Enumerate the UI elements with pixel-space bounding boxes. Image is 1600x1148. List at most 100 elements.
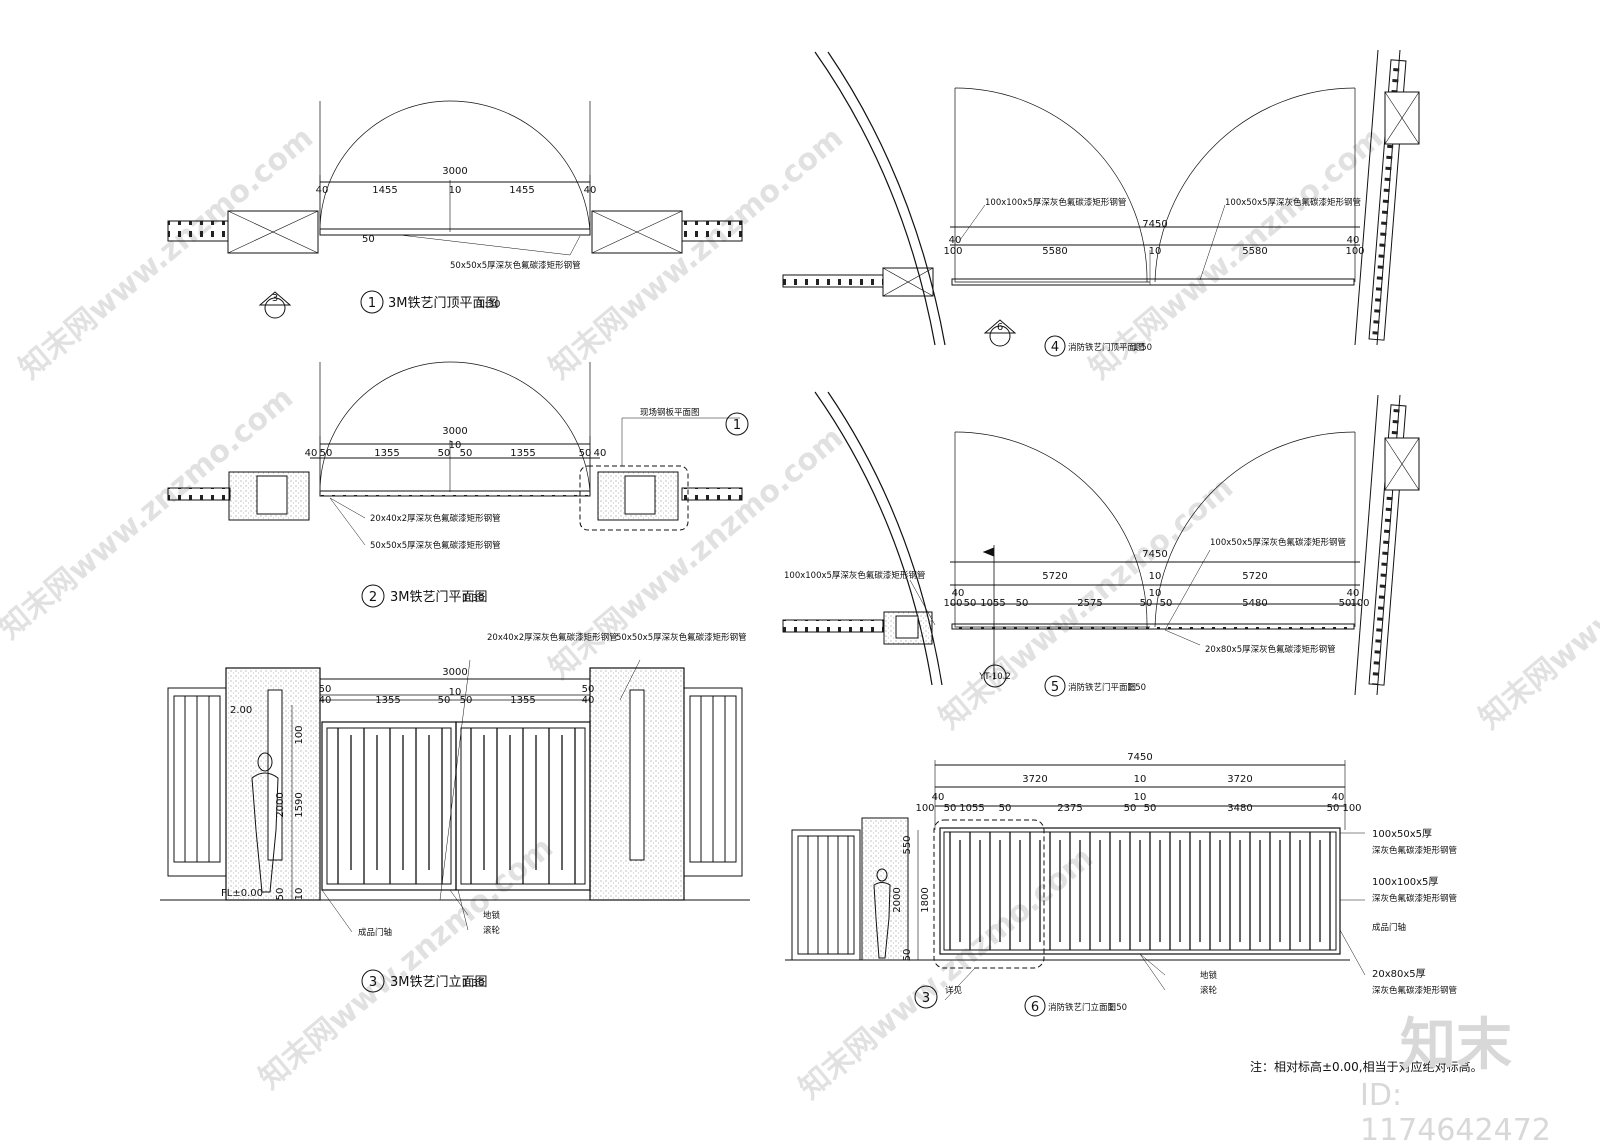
v5-num: 5 bbox=[1051, 680, 1059, 695]
v3-dim-1355a: 1355 bbox=[375, 695, 400, 706]
v3-scale: 1:30 bbox=[462, 978, 484, 989]
v4-label-2: 100x50x5厚深灰色氟碳漆矩形钢管 bbox=[1225, 197, 1361, 208]
v2-dim-50d: 50 bbox=[579, 448, 592, 459]
v5-dim-5720a: 5720 bbox=[1042, 571, 1067, 582]
v5-dim-50d: 50 bbox=[1160, 598, 1173, 609]
v5-dim-40b: 40 bbox=[1347, 588, 1360, 599]
v6-dim-100b: 100 bbox=[1342, 803, 1361, 814]
v2-dim-50a: 50 bbox=[320, 448, 333, 459]
v1-dim-total: 3000 bbox=[442, 166, 467, 177]
v5-dim-10a: 10 bbox=[1149, 571, 1162, 582]
v1-dim-1455a: 1455 bbox=[372, 185, 397, 196]
view-3-elevation bbox=[160, 659, 750, 993]
v6-label-2b: 深灰色氟碳漆矩形钢管 bbox=[1372, 893, 1457, 904]
v4-dim-5580b: 5580 bbox=[1242, 246, 1267, 257]
view-6-text: 7450 3720 10 3720 40 10 40 100 50 1055 5… bbox=[892, 752, 1457, 1015]
v3-dim-v50: 50 bbox=[275, 888, 286, 901]
v6-dim-v550: 550 bbox=[902, 835, 913, 854]
v6-dim-50e: 50 bbox=[1327, 803, 1340, 814]
v5-dim-5720b: 5720 bbox=[1242, 571, 1267, 582]
v5-section-mark: YT-10.2 bbox=[978, 672, 1011, 682]
view-2-text: 3000 40 50 1355 50 10 50 1355 50 40 20x4… bbox=[305, 407, 742, 605]
v3-title: 3M铁艺门立面图 bbox=[390, 975, 488, 990]
v6-label-2a: 100x100x5厚 bbox=[1372, 876, 1438, 888]
v3-label-roller: 滚轮 bbox=[483, 925, 501, 936]
v3-dim-v10: 10 bbox=[294, 888, 305, 901]
v6-dim-total: 7450 bbox=[1127, 752, 1152, 763]
v5-dim-40a: 40 bbox=[952, 588, 965, 599]
v6-dim-v1800: 1800 bbox=[920, 887, 931, 912]
v5-dim-50a: 50 bbox=[964, 598, 977, 609]
v6-label-hinge: 成品门轴 bbox=[1372, 922, 1406, 933]
v3-dim-50c: 50 bbox=[460, 695, 473, 706]
v3-dim-50d: 50 bbox=[582, 684, 595, 695]
v5-dim-50c: 50 bbox=[1140, 598, 1153, 609]
v6-dim-10b: 10 bbox=[1134, 792, 1147, 803]
view-1-text: 3000 40 1455 10 1455 40 50 50x50x5厚深灰色氟碳… bbox=[272, 166, 597, 311]
v4-dim-40b: 40 bbox=[1347, 235, 1360, 246]
v3-dim-50a: 50 bbox=[319, 684, 332, 695]
v5-label-3: 20x80x5厚深灰色氟碳漆矩形钢管 bbox=[1205, 644, 1336, 655]
v4-dim-100b: 100 bbox=[1345, 246, 1364, 257]
view-5-plan bbox=[782, 391, 1420, 697]
v6-dim-50d: 50 bbox=[1144, 803, 1157, 814]
v4-num: 4 bbox=[1051, 340, 1059, 355]
v4-dim-100a: 100 bbox=[943, 246, 962, 257]
v2-label-2: 50x50x5厚深灰色氟碳漆矩形钢管 bbox=[370, 540, 501, 551]
v2-ref-label: 现场钢板平面图 bbox=[640, 407, 700, 418]
v6-dim-3720b: 3720 bbox=[1227, 774, 1252, 785]
v3-dim-40b: 40 bbox=[582, 695, 595, 706]
v3-dim-v1590: 1590 bbox=[294, 792, 305, 817]
v2-dim-total: 3000 bbox=[442, 426, 467, 437]
v2-label-1: 20x40x2厚深灰色氟碳漆矩形钢管 bbox=[370, 513, 501, 524]
brand-logo: 知末 bbox=[1400, 1013, 1512, 1078]
v2-dim-50b: 50 bbox=[438, 448, 451, 459]
v5-dim-100a: 100 bbox=[943, 598, 962, 609]
v6-label-roller: 滚轮 bbox=[1200, 985, 1218, 996]
v2-dim-40a: 40 bbox=[305, 448, 318, 459]
v3-label-2: 50x50x5厚深灰色氟碳漆矩形钢管 bbox=[616, 632, 747, 643]
v6-dim-10a: 10 bbox=[1134, 774, 1147, 785]
v2-dim-1355b: 1355 bbox=[510, 448, 535, 459]
v5-dim-total: 7450 bbox=[1142, 549, 1167, 560]
v3-dim-v100: 100 bbox=[294, 725, 305, 744]
v6-scale: 1:50 bbox=[1108, 1003, 1127, 1013]
v4-dim-total: 7450 bbox=[1142, 219, 1167, 230]
v5-dim-50e: 50 bbox=[1339, 598, 1352, 609]
v3-dim-v2000: 2000 bbox=[275, 792, 286, 817]
v1-dim-1455b: 1455 bbox=[509, 185, 534, 196]
v3-label-1: 20x40x2厚深灰色氟碳漆矩形钢管 bbox=[487, 632, 618, 643]
v1-title: 3M铁艺门顶平面图 bbox=[388, 296, 499, 311]
v1-section-mark: 3 bbox=[272, 293, 278, 304]
v5-dim-100b: 100 bbox=[1350, 598, 1369, 609]
view-4-text: 100x100x5厚深灰色氟碳漆矩形钢管 100x50x5厚深灰色氟碳漆矩形钢管… bbox=[943, 197, 1364, 355]
v6-ref-num: 3 bbox=[922, 991, 930, 1006]
v2-dim-10: 10 bbox=[449, 440, 462, 451]
brand-id: ID: 1174642472 bbox=[1360, 1078, 1551, 1148]
v2-ref-num: 1 bbox=[733, 418, 741, 433]
v1-dim-10: 10 bbox=[449, 185, 462, 196]
v6-dim-50c: 50 bbox=[1124, 803, 1137, 814]
v3-level-fl: FL±0.00 bbox=[221, 888, 263, 899]
v5-scale: 1:50 bbox=[1127, 683, 1146, 693]
v1-num: 1 bbox=[368, 296, 376, 311]
v2-title: 3M铁艺门平面图 bbox=[390, 590, 488, 605]
v1-dim-50: 50 bbox=[362, 234, 375, 245]
v4-section-mark: 6 bbox=[997, 322, 1003, 333]
watermarks: 知末网www.znzmo.com 知末网www.znzmo.com 知末网www… bbox=[0, 120, 1600, 1106]
v6-dim-1055: 1055 bbox=[959, 803, 984, 814]
v3-dim-40a: 40 bbox=[319, 695, 332, 706]
v6-label-lock: 地锁 bbox=[1200, 970, 1218, 981]
v3-label-lock: 地锁 bbox=[483, 910, 501, 921]
v6-dim-2375: 2375 bbox=[1057, 803, 1082, 814]
v6-label-3a: 20x80x5厚 bbox=[1372, 968, 1426, 980]
v3-dim-10: 10 bbox=[449, 687, 462, 698]
v6-dim-50b: 50 bbox=[999, 803, 1012, 814]
view-1-top-plan bbox=[167, 100, 743, 319]
v6-dim-40a: 40 bbox=[932, 792, 945, 803]
v6-title: 消防铁艺门立面图 bbox=[1048, 1002, 1116, 1013]
view-3-text: 20x40x2厚深灰色氟碳漆矩形钢管 50x50x5厚深灰色氟碳漆矩形钢管 30… bbox=[221, 632, 747, 990]
v6-dim-50a: 50 bbox=[944, 803, 957, 814]
v2-num: 2 bbox=[369, 590, 377, 605]
v2-scale: 1:30 bbox=[462, 593, 484, 604]
